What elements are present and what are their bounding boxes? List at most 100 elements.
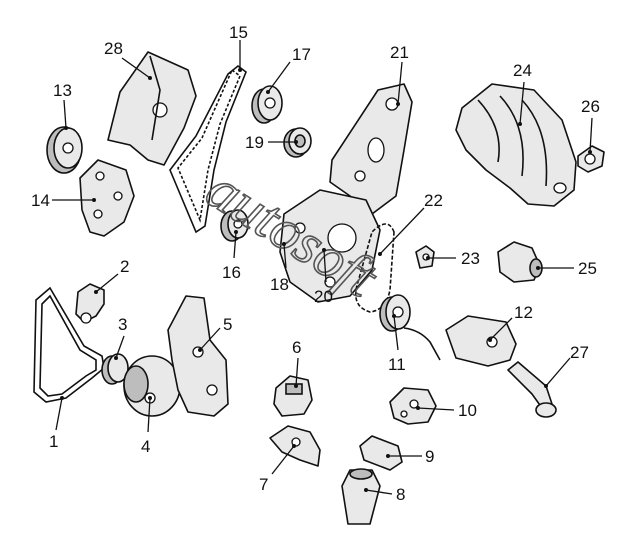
part-number-25: 25 [578,259,597,278]
leader-line [417,407,455,411]
part-number-10: 10 [458,401,477,420]
part-number-5: 5 [223,315,232,334]
part-number-22: 22 [424,191,443,210]
part-number-2: 2 [120,257,129,276]
timing-cover-drawing [107,51,197,166]
leader-line [121,57,151,79]
tensioner-bracket-drawing [79,159,135,237]
leader-line [271,445,295,475]
part-number-14: 14 [31,191,50,210]
leader-dot [488,338,492,342]
intake-manifold-drawing [455,83,577,207]
sprocket-drawing [379,294,411,332]
part-number-1: 1 [49,432,58,451]
leader-line [233,231,237,259]
leader-line [199,327,221,351]
leader-dot [92,198,96,202]
leader-dot [392,314,396,318]
leader-line [393,315,399,351]
leader-dot [64,126,68,130]
leader-dot [234,230,238,234]
part-number-26: 26 [581,97,600,116]
accessory-belt-drawing [33,286,105,403]
alternator-drawing [123,355,181,417]
leader-line [365,489,393,495]
leader-line [283,243,287,269]
leader-line [63,99,67,129]
leader-dot [322,248,326,252]
idler-pulley-drawing [251,85,283,124]
leader-dot [416,406,420,410]
leader-dot [364,488,368,492]
alternator-bracket-drawing [167,295,229,417]
part-number-9: 9 [425,447,434,466]
part-number-16: 16 [222,263,241,282]
leader-line [545,357,571,387]
leader-dot [148,76,152,80]
part-number-20: 20 [314,287,333,306]
leader-dot [94,290,98,294]
leader-line [295,357,299,387]
leader-dot [238,68,242,72]
part-number-6: 6 [292,338,301,357]
engine-mount-drawing [273,375,313,417]
part-number-7: 7 [259,475,268,494]
part-number-12: 12 [514,303,533,322]
part-number-17: 17 [292,45,311,64]
leader-dot [60,396,64,400]
part-number-8: 8 [396,485,405,504]
filter-adapter-drawing [359,435,403,471]
part-number-18: 18 [270,275,289,294]
part-number-3: 3 [118,315,127,334]
crank-pulley-drawing [46,126,83,174]
rear-cover-drawing [329,83,413,215]
leader-dot [294,140,298,144]
part-number-11: 11 [388,355,406,374]
part-number-19: 19 [245,133,264,152]
leader-line [55,397,63,431]
belt-tensioner-drawing [75,283,105,324]
leader-dot [588,150,592,154]
leader-dot [386,454,390,458]
leader-dot [266,90,270,94]
leader-dot [378,252,382,256]
oil-pump-drawing [403,315,517,367]
filter-housing-drawing [389,387,437,425]
leader-dot [536,266,540,270]
leader-line [147,397,151,433]
leader-dot [518,122,522,126]
leader-dot [426,256,430,260]
part-number-15: 15 [229,23,248,42]
water-pump-drawing [497,241,543,283]
leader-line [267,61,291,93]
part-number-4: 4 [141,437,150,456]
leader-line [115,335,125,359]
part-number-27: 27 [570,343,589,362]
leader-dot [114,356,118,360]
leader-line [519,81,525,125]
part-number-13: 13 [53,81,72,100]
part-number-23: 23 [461,249,480,268]
front-cover-drawing [279,189,381,303]
leader-dot [292,444,296,448]
sensor-drawing [415,245,435,269]
leader-dot [544,384,548,388]
gasket-drawing [577,145,605,173]
leader-line [489,317,513,341]
leader-line [397,61,403,105]
part-number-24: 24 [513,61,532,80]
timing-belt-drawing [169,64,247,234]
leader-dot [396,102,400,106]
leader-line [589,117,593,153]
part-number-21: 21 [390,43,409,62]
pipe-drawing [507,361,557,418]
leader-dot [148,396,152,400]
leader-dot [294,384,298,388]
leader-line [323,249,327,283]
oil-filter-drawing [341,468,381,525]
leader-line [95,273,119,293]
leader-line [379,207,425,255]
part-number-28: 28 [104,39,123,58]
